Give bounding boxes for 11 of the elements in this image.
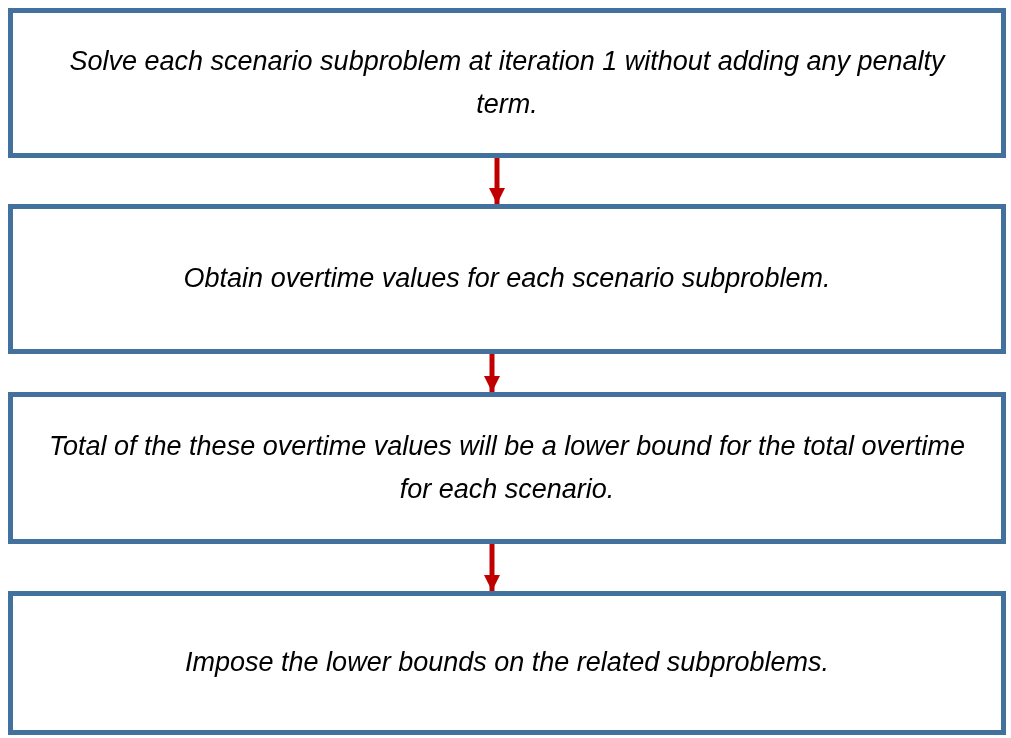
arrow [484, 354, 500, 392]
step-text: Solve each scenario subproblem at iteration 1 without adding any penalty term. [68, 44, 947, 121]
process-box [8, 8, 1006, 158]
step-text: Total of the these overtime values will be a lower bound for the total overtime for each scenario. [48, 429, 966, 506]
process-box [8, 204, 1006, 354]
arrow [484, 544, 500, 591]
step-text: Impose the lower bounds on the related subproblems. [184, 646, 830, 680]
arrow [489, 158, 505, 204]
process-box [8, 392, 1006, 544]
process-box [8, 591, 1006, 735]
step-text: Obtain overtime values for each scenario subproblem. [182, 262, 832, 296]
